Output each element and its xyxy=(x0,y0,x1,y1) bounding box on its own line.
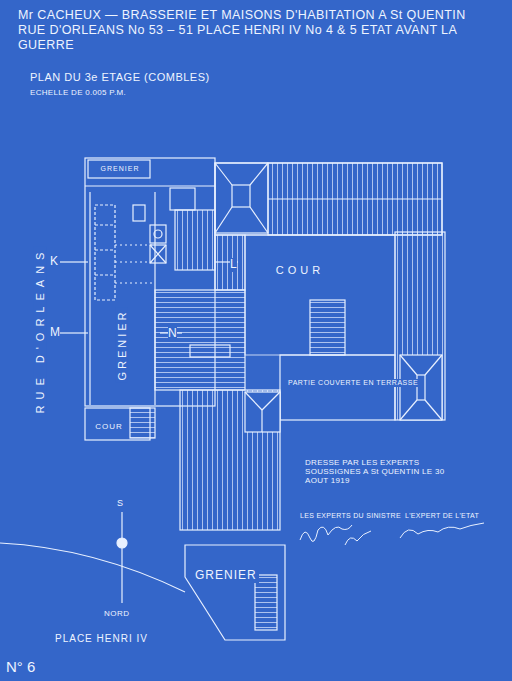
room-area: GRENIER xyxy=(92,290,152,400)
signature-caption: LES EXPERTS DU SINISTRE xyxy=(300,512,401,520)
section-mark: M xyxy=(50,326,60,340)
compass-north: NORD xyxy=(104,609,130,618)
street-name: PLACE HENRI IV xyxy=(55,633,148,645)
sheet-number: N° 6 xyxy=(6,658,35,675)
section-mark: N xyxy=(168,327,177,341)
compass-letter: S xyxy=(117,498,123,508)
street-name: RUE D'ORLEANS xyxy=(34,247,47,414)
sheet-title: Mr CACHEUX — BRASSERIE ET MAISONS D'HABI… xyxy=(18,8,488,53)
room-name: PARTIE COUVERTE EN TERRASSE xyxy=(286,379,420,387)
room-name: GRENIER xyxy=(116,307,128,382)
room-area: GRENIER xyxy=(92,161,148,177)
signature-caption: L'EXPERT DE L'ETAT xyxy=(405,512,479,520)
room-name: GRENIER xyxy=(99,165,142,173)
room-name: COUR xyxy=(93,423,125,432)
plan-heading: PLAN DU 3e ETAGE (COMBLES) xyxy=(30,71,210,84)
room-area: COUR xyxy=(250,255,350,285)
drawn-by-note: DRESSE PAR LES EXPERTS SOUSSIGNES A St Q… xyxy=(305,458,455,486)
section-mark: K xyxy=(50,255,58,269)
section-mark: L xyxy=(230,258,237,272)
room-area: PARTIE COUVERTE EN TERRASSE xyxy=(283,368,423,398)
room-name: GRENIER xyxy=(193,569,259,582)
scale-note: ECHELLE DE 0.005 P.M. xyxy=(30,88,126,97)
room-area: COUR xyxy=(88,418,130,436)
room-area: GRENIER xyxy=(190,565,262,587)
room-name: COUR xyxy=(274,264,326,276)
